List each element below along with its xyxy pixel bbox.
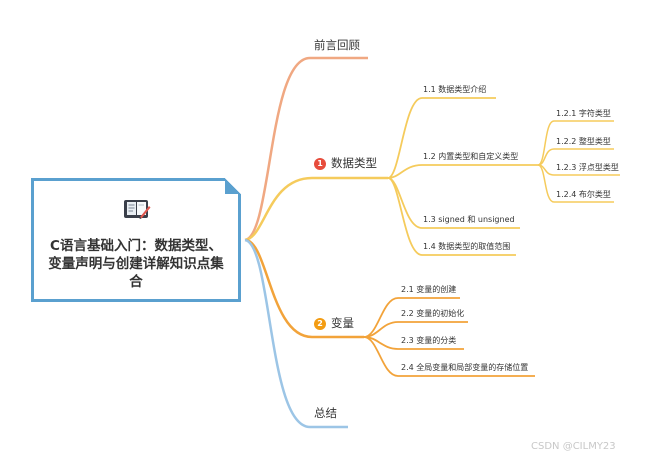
- subtopic-2-2[interactable]: 2.2 变量的初始化: [401, 309, 465, 318]
- priority-badge-2: 2: [314, 318, 326, 330]
- topic-preface[interactable]: 前言回顾: [314, 38, 360, 52]
- root-fold-corner: [225, 178, 241, 194]
- connector-2-2: [363, 321, 468, 338]
- root-title: C语言基础入门：数据类型、变量声明与创建详解知识点集合: [48, 238, 224, 290]
- connector-types: [244, 176, 388, 242]
- connector-summary: [244, 238, 348, 429]
- connector-2-4: [363, 336, 535, 377]
- connector-1-2-1: [537, 120, 614, 166]
- subtopic-2-1[interactable]: 2.1 变量的创建: [401, 285, 457, 294]
- priority-badge-1: 1: [314, 158, 326, 170]
- connector-1-2-4: [537, 164, 614, 203]
- root-topic[interactable]: C语言基础入门：数据类型、变量声明与创建详解知识点集合: [31, 178, 241, 302]
- subtopic-1-2-4[interactable]: 1.2.4 布尔类型: [556, 190, 611, 199]
- subtopic-2-4[interactable]: 2.4 全局变量和局部变量的存储位置: [401, 363, 529, 372]
- connector-1-2: [387, 164, 538, 179]
- subtopic-1-3[interactable]: 1.3 signed 和 unsigned: [423, 215, 515, 224]
- subtopic-1-2-3[interactable]: 1.2.3 浮点型类型: [556, 163, 619, 172]
- subtopic-1-2-1[interactable]: 1.2.1 字符类型: [556, 109, 611, 118]
- topic-variables[interactable]: 变量: [331, 316, 354, 330]
- subtopic-1-2-2[interactable]: 1.2.2 整型类型: [556, 137, 611, 146]
- topic-data-types[interactable]: 数据类型: [331, 156, 377, 170]
- subtopic-2-3[interactable]: 2.3 变量的分类: [401, 336, 457, 345]
- book-icon: [124, 200, 151, 219]
- subtopic-1-1[interactable]: 1.1 数据类型介绍: [423, 85, 487, 94]
- subtopic-1-4[interactable]: 1.4 数据类型的取值范围: [423, 242, 511, 251]
- subtopic-1-2[interactable]: 1.2 内置类型和自定义类型: [423, 152, 519, 161]
- topic-summary[interactable]: 总结: [314, 406, 337, 420]
- watermark: CSDN @CILMY23: [531, 441, 616, 452]
- connector-1-2-2: [537, 148, 614, 166]
- connector-preface: [244, 56, 368, 242]
- connector-1-4: [387, 177, 516, 256]
- connector-variables: [244, 238, 364, 339]
- connector-1-1: [387, 97, 496, 179]
